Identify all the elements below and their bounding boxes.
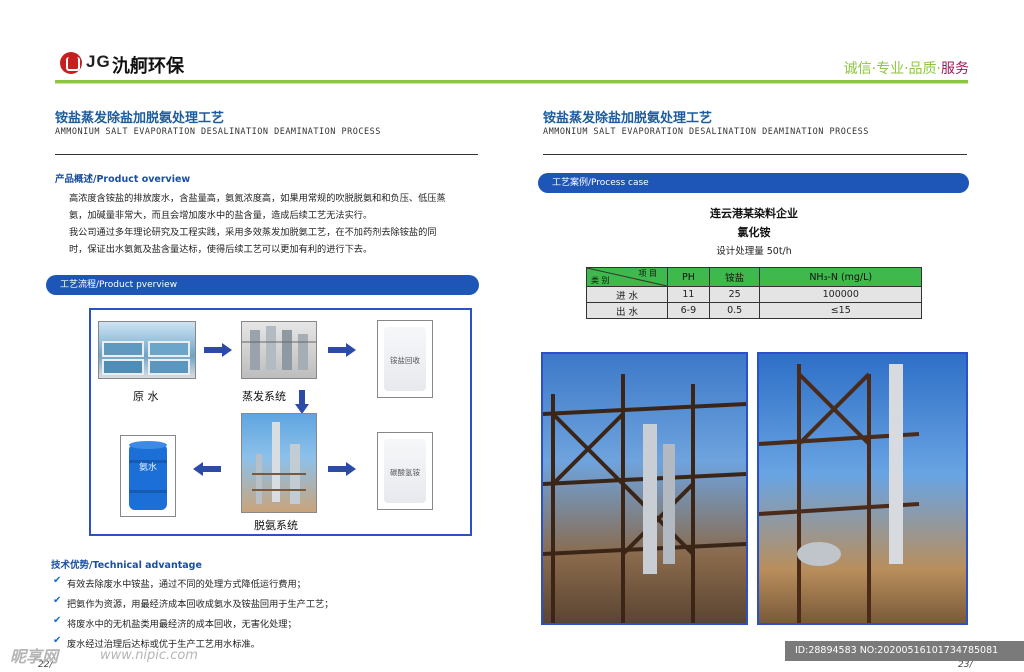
table-cell: 6-9 [667, 302, 710, 319]
evaporation-photo [241, 321, 317, 379]
overview-text: 高浓度含铵盐的排放废水，含盐量高，氨氮浓度高，如果用常规的吹脱脱氨和和负压、低压… [69, 190, 479, 258]
overview-heading: 产品概述/Product overview [55, 174, 191, 185]
right-page-subtitle: AMMONIUM SALT EVAPORATION DESALINATION D… [543, 127, 869, 137]
table-row-label: 进 水 [586, 286, 668, 303]
plant-structure-illustration [543, 374, 746, 623]
table-header-cell: PH [667, 267, 710, 287]
right-title-rule [543, 154, 967, 155]
advantage-item: 将废水中的无机盐类用最经济的成本回收，无害化处理； [67, 619, 297, 630]
table-row: 出 水 6-9 0.5 ≤15 [586, 302, 922, 319]
bag-body [384, 439, 426, 503]
slogan-dot: · [871, 61, 877, 77]
overview-line: 高浓度含铵盐的排放废水，含盐量高，氨氮浓度高，如果用常规的吹脱脱氨和和负压、低压… [69, 193, 446, 204]
check-icon: ✔ [53, 615, 62, 626]
table-header-cell: 铵盐 [708, 267, 761, 287]
ammonium-salt-bag: 铵盐回收 [377, 320, 433, 398]
arrow-right-icon [328, 462, 356, 476]
case-product: 氯化铵 [737, 226, 771, 239]
check-icon: ✔ [53, 575, 62, 586]
left-page-subtitle: AMMONIUM SALT EVAPORATION DESALINATION D… [55, 127, 381, 137]
watermark-url: www.nipic.com [100, 648, 198, 663]
deamination-label: 脱氨系统 [254, 519, 298, 532]
right-page-title: 铵盐蒸发除盐加脱氨处理工艺 [543, 111, 713, 126]
table-corner-cell: 项 目 类 别 [586, 267, 668, 287]
slogan-word: 品质 [908, 61, 937, 77]
advantage-item: 废水经过治理后达标或优于生产工艺用水标准。 [67, 639, 260, 650]
raw-water-illustration [102, 341, 190, 375]
overview-line: 氨，加碱量非常大，而且会增加废水中的盐含量，造成后续工艺无法实行。 [69, 210, 373, 221]
case-capacity: 设计处理量 50t/h [716, 246, 792, 257]
arrow-down-icon [295, 390, 309, 414]
barrel-label: 氨水 [138, 463, 157, 473]
overview-line: 时，保证出水氨氮及盐含量达标，使得后续工艺可以更加有利的进行下去。 [69, 244, 373, 255]
raw-water-photo [98, 321, 196, 379]
left-page-title: 铵盐蒸发除盐加脱氨处理工艺 [55, 111, 225, 126]
deamination-illustration [252, 422, 306, 504]
water-quality-table: 项 目 类 别 PH 铵盐 NH₃-N (mg/L) 进 水 11 25 100… [586, 267, 922, 319]
case-section-pill: 工艺案例/Process case [538, 173, 969, 193]
advantage-item: 有效去除废水中铵盐，通过不同的处理方式降低运行费用； [67, 579, 306, 590]
check-icon: ✔ [53, 635, 62, 646]
barrel-icon [129, 441, 167, 510]
page-number-left: 22/ [38, 660, 53, 670]
table-row: 进 水 11 25 100000 [586, 286, 922, 303]
logo-text: JG [86, 52, 111, 71]
table-cell: 25 [708, 286, 761, 303]
logo-mark [60, 52, 82, 74]
evaporation-label: 蒸发系统 [242, 390, 286, 403]
raw-water-label: 原 水 [133, 390, 159, 403]
flow-section-pill: 工艺流程/Product pverview [46, 275, 479, 295]
process-flow-diagram: 原 水 蒸发系统 铵盐回收 脱氨系统 碳酸氢铵 [89, 308, 472, 536]
left-title-rule [55, 154, 478, 155]
bag-label: 碳酸氢铵 [390, 468, 420, 477]
bag-label: 铵盐回收 [390, 356, 420, 365]
corner-bottom-label: 类 别 [591, 276, 610, 285]
header-divider-light [55, 83, 968, 84]
case-company: 连云港某染料企业 [710, 207, 798, 220]
check-icon: ✔ [53, 595, 62, 606]
page-number-right: 23/ [958, 660, 973, 670]
table-row-label: 出 水 [586, 302, 668, 319]
ammonia-water-barrel: 氨水 [120, 435, 176, 517]
evaporation-illustration [242, 326, 316, 370]
slogan-word: 服务 [941, 61, 969, 77]
table-header-row: 项 目 类 别 PH 铵盐 NH₃-N (mg/L) [586, 267, 922, 287]
advantage-heading: 技术优势/Technical advantage [51, 560, 202, 571]
table-cell: ≤15 [759, 302, 922, 319]
image-id-bar: ID:28894583 NO:20200516101734785081 [785, 641, 1024, 661]
slogan: 诚信·专业·品质·服务 [844, 58, 969, 78]
arrow-left-icon [193, 462, 221, 476]
table-cell: 100000 [759, 286, 922, 303]
corner-top-label: 项 目 [638, 269, 657, 278]
slogan-dot: · [904, 61, 909, 77]
table-cell: 11 [667, 286, 710, 303]
arrow-right-icon [204, 343, 232, 357]
table-header-cell: NH₃-N (mg/L) [759, 267, 922, 287]
overview-line: 我公司通过多年理论研究及工程实践，采用多效蒸发加脱氨工艺，在不加药剂去除铵盐的同 [69, 227, 437, 238]
plant-photo-right [757, 352, 968, 625]
slogan-word: 诚信 [843, 61, 872, 77]
slogan-word: 专业 [876, 61, 905, 77]
header-divider [55, 80, 968, 83]
slogan-dot: · [936, 61, 941, 77]
diagonal-line [587, 268, 667, 286]
plant-tower-illustration [759, 364, 920, 623]
brand-name: 氿舸环保 [112, 56, 184, 77]
deamination-photo [241, 413, 317, 513]
plant-photo-left [541, 352, 748, 625]
arrow-right-icon [328, 343, 356, 357]
ammonium-bicarbonate-bag: 碳酸氢铵 [377, 432, 433, 510]
advantage-item: 把氨作为资源，用最经济成本回收成氨水及铵盐回用于生产工艺； [67, 599, 334, 610]
bag-body [384, 327, 426, 391]
watermark-logo: 昵享网 [10, 647, 59, 666]
table-cell: 0.5 [708, 302, 761, 319]
